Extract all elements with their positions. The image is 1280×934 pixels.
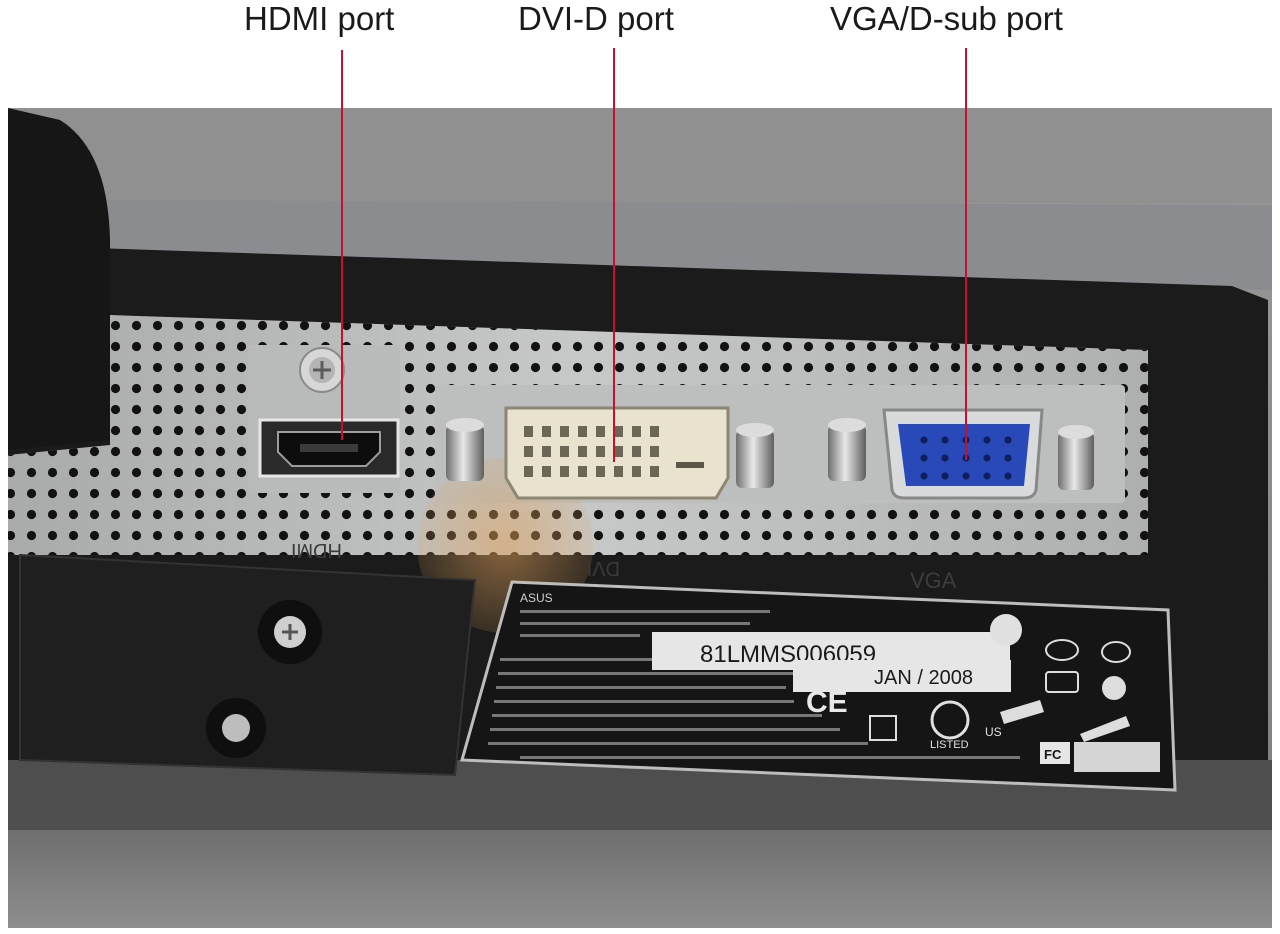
dvi-pin-hole <box>578 426 587 437</box>
certification-badge-icon <box>990 614 1022 646</box>
dvi-pin-hole <box>524 466 533 477</box>
dvi-pin-hole <box>632 466 641 477</box>
dvi-pin-hole <box>542 426 551 437</box>
vga-connector <box>882 408 1044 500</box>
sticker-brand: ASUS <box>520 591 553 605</box>
dvi-d-connector <box>504 406 730 500</box>
fcc-mark-icon <box>1040 742 1070 764</box>
vga-panel-mark: VGA <box>910 568 957 593</box>
vga-pin-hole <box>1004 436 1012 444</box>
ul-mark-icon <box>930 700 970 740</box>
hdmi-panel-mark: HDMI <box>291 539 342 561</box>
screw-icon <box>299 347 345 393</box>
dvi-pin-hole <box>614 426 623 437</box>
dvi-panel-mark: DVI <box>587 557 620 579</box>
dvi-pin-hole <box>650 446 659 457</box>
dvi-pin-hole <box>542 446 551 457</box>
dvi-pin-hole <box>524 426 533 437</box>
vga-pin-hole <box>941 472 949 480</box>
dvi-pin-hole <box>614 466 623 477</box>
vga-pin-hole <box>941 436 949 444</box>
vga-pin-hole <box>983 454 991 462</box>
dvi-screw-posts <box>446 418 774 488</box>
vga-pin-hole <box>920 436 928 444</box>
dvi-pin-hole <box>632 426 641 437</box>
ul-listed-text: LISTED <box>930 739 969 751</box>
product-sticker: ASUS 81LMMS006059 JAN / 2008 CE LISTED U… <box>460 580 1177 792</box>
vga-pin-hole <box>941 454 949 462</box>
vga-pin-hole <box>920 472 928 480</box>
dvi-pin-hole <box>560 446 569 457</box>
ul-country-text: US <box>985 725 1002 739</box>
dvi-pin-hole <box>578 466 587 477</box>
dvi-pin-hole <box>560 426 569 437</box>
recycle-icon <box>869 715 897 741</box>
vga-pin-hole <box>920 454 928 462</box>
dvi-pin-hole <box>650 466 659 477</box>
vga-pin-hole <box>983 436 991 444</box>
manufacture-date: JAN / 2008 <box>874 667 973 689</box>
dvi-pin-hole <box>614 446 623 457</box>
dvi-pin-hole <box>596 426 605 437</box>
ce-mark: CE <box>806 686 848 719</box>
vga-pin-hole <box>983 472 991 480</box>
vga-pin-hole <box>1004 472 1012 480</box>
dvi-pin-hole <box>578 446 587 457</box>
dvi-pin-hole <box>632 446 641 457</box>
fcc-text: FC <box>1044 747 1062 762</box>
vga-pin-hole <box>962 472 970 480</box>
vga-pin-hole <box>1004 454 1012 462</box>
dvi-pin-hole <box>596 446 605 457</box>
cover-plate <box>19 553 477 777</box>
dvi-pin-hole <box>560 466 569 477</box>
leader-lines <box>341 48 967 462</box>
dvi-pin-hole <box>596 466 605 477</box>
dvi-pin-hole <box>542 466 551 477</box>
hdmi-connector <box>258 418 400 478</box>
hdmi-port-label: HDMI port <box>244 0 395 37</box>
dvi-d-port-label: DVI-D port <box>518 0 674 37</box>
dvi-pin-hole <box>524 446 533 457</box>
dvi-pin-hole <box>650 426 659 437</box>
vga-port-label: VGA/D-sub port <box>830 0 1063 37</box>
vga-screw-posts <box>828 418 1094 490</box>
